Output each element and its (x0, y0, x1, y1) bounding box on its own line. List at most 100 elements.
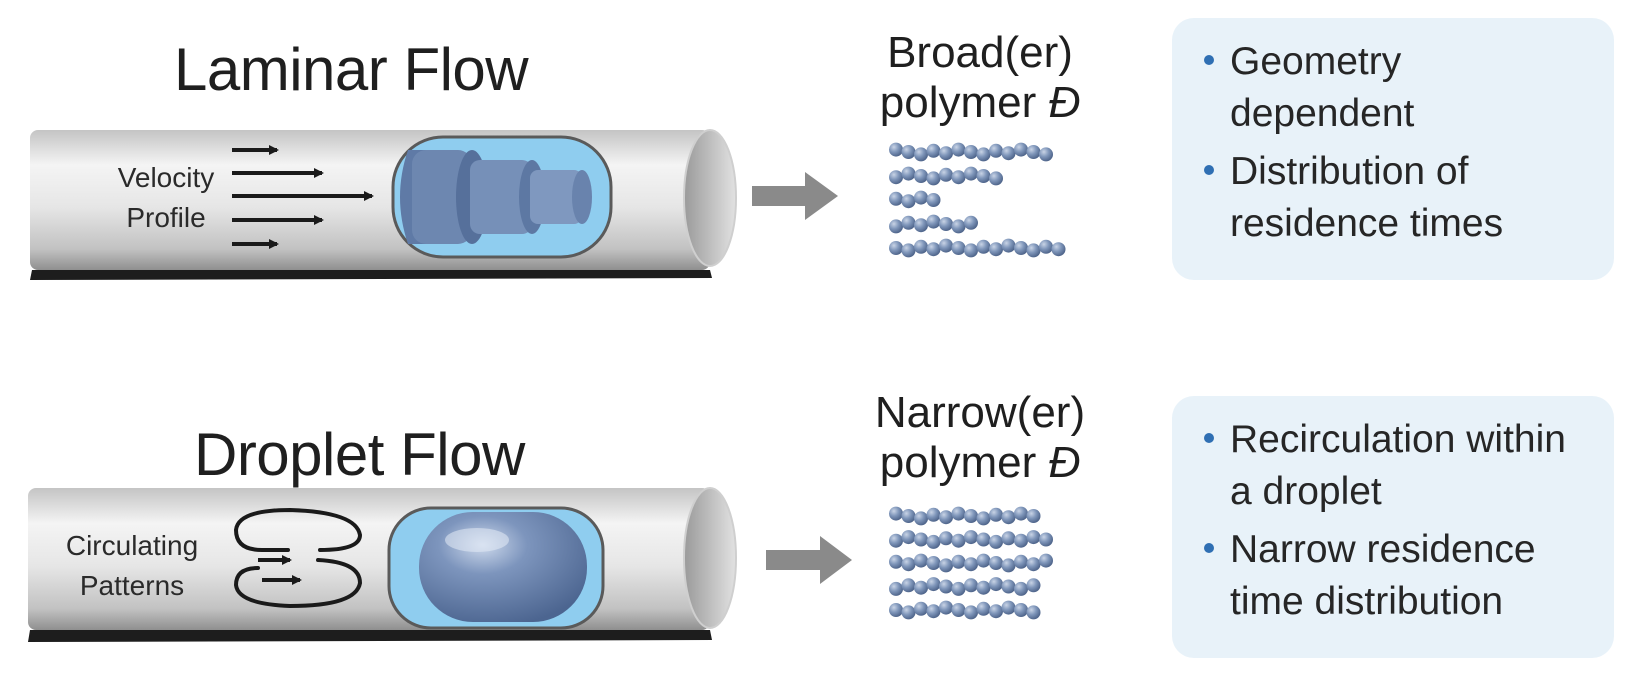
polymer-bead (1014, 554, 1028, 569)
polymer-bead (889, 241, 903, 255)
droplet-polymer-label: Narrow(er) polymer Đ (860, 388, 1100, 488)
laminar-bullet-list: Geometry dependent Distribution of resid… (1204, 36, 1594, 250)
polymer-bead (926, 507, 941, 522)
pipe-label-line: Patterns (79, 570, 185, 601)
polymer-bead (901, 509, 916, 523)
laminar-info-box: Geometry dependent Distribution of resid… (1172, 18, 1614, 280)
bullet-item: Distribution of residence times (1204, 146, 1594, 250)
droplet-pipe-label: Circulating Patterns (52, 526, 212, 606)
polymer-bead (1051, 242, 1066, 257)
polymer-bead (964, 166, 978, 181)
polymer-bead (939, 579, 953, 594)
polymer-bead (1014, 506, 1028, 521)
polymer-bead (914, 532, 928, 547)
circulation-loop-bottom (233, 558, 363, 609)
polymer-bead (901, 557, 916, 572)
laminar-plug (391, 135, 613, 259)
polymer-bead (939, 238, 953, 253)
laminar-layer-2 (470, 160, 532, 234)
polymer-bead (976, 511, 991, 526)
polymer-bead (951, 142, 966, 157)
laminar-title: Laminar Flow (174, 36, 529, 103)
polymer-bead (926, 214, 941, 229)
polymer-bead (964, 215, 978, 230)
laminar-layer-1-body (412, 150, 472, 244)
polymer-bead (901, 605, 916, 620)
dispersity-symbol: Đ (1048, 438, 1081, 487)
polymer-bead (951, 603, 966, 617)
polymer-label-prefix: polymer (879, 78, 1049, 127)
droplet-output-arrow-icon (766, 536, 852, 584)
polymer-bead (976, 553, 991, 568)
polymer-bead (951, 554, 966, 569)
polymer-bead (901, 578, 916, 593)
droplet-highlight (445, 528, 509, 552)
polymer-bead (951, 170, 966, 185)
polymer-bead (939, 600, 953, 615)
droplet-info-box: Recirculation within a droplet Narrow re… (1172, 396, 1614, 658)
polymer-bead (901, 194, 916, 209)
polymer-bead (926, 556, 941, 570)
polymer-bead (889, 581, 903, 596)
polymer-bead (901, 215, 916, 230)
velocity-arrows (232, 145, 374, 249)
polymer-bead (989, 242, 1003, 257)
polymer-bead (939, 558, 953, 573)
polymer-bead (939, 167, 953, 182)
polymer-bead (914, 511, 928, 526)
polymer-bead (889, 554, 903, 569)
polymer-bead (889, 170, 903, 185)
polymer-bead (1001, 579, 1016, 594)
circulation-loop-top (233, 507, 363, 552)
laminar-pipe-label: Velocity Profile (96, 158, 236, 238)
polymer-bead (889, 191, 903, 206)
polymer-bead (901, 166, 916, 181)
polymer-bead (939, 510, 953, 525)
polymer-label-word: Broad(er) (887, 28, 1073, 77)
bullet-item: Recirculation within a droplet (1204, 414, 1594, 518)
polymer-bead (964, 530, 978, 545)
polymer-bead (976, 169, 991, 183)
polymer-bead (1026, 509, 1041, 523)
polymer-bead (1026, 243, 1041, 258)
polymer-bead (1026, 578, 1041, 593)
polymer-bead (1026, 605, 1041, 620)
polymer-bead (976, 239, 991, 254)
polymer-bead (926, 577, 941, 592)
polymer-bead (914, 601, 928, 616)
polymer-bead (1001, 510, 1016, 525)
droplet-bullet-list: Recirculation within a droplet Narrow re… (1204, 414, 1594, 628)
pipe-label-line: Velocity (117, 162, 215, 193)
polymer-bead (989, 507, 1003, 522)
polymer-bead (926, 143, 941, 158)
polymer-bead (951, 506, 966, 521)
polymer-bead (964, 509, 978, 523)
polymer-bead (901, 530, 916, 545)
droplet (419, 512, 587, 622)
polymer-bead (951, 219, 966, 234)
polymer-bead (951, 241, 966, 255)
polymer-bead (914, 218, 928, 233)
polymer-bead (914, 239, 928, 254)
polymer-bead (926, 242, 941, 257)
polymer-bead (889, 533, 903, 548)
polymer-bead (989, 577, 1003, 592)
polymer-bead (989, 556, 1003, 570)
pipe-opening (683, 487, 737, 629)
polymer-bead (1014, 241, 1028, 255)
polymer-bead (926, 193, 941, 207)
polymer-bead (1026, 530, 1041, 545)
pipe-label-line: Circulating (65, 530, 199, 561)
polymer-bead (1039, 553, 1053, 568)
polymer-bead (1014, 581, 1028, 596)
laminar-output-arrow-icon (752, 172, 838, 220)
polymer-bead (914, 553, 928, 568)
polymer-bead (926, 604, 941, 619)
polymer-bead (976, 147, 991, 162)
polymer-bead (951, 581, 966, 596)
polymer-bead (1014, 142, 1028, 157)
polymer-bead (1001, 558, 1016, 573)
polymer-bead (1026, 145, 1041, 159)
bullet-item: Geometry dependent (1204, 36, 1594, 140)
